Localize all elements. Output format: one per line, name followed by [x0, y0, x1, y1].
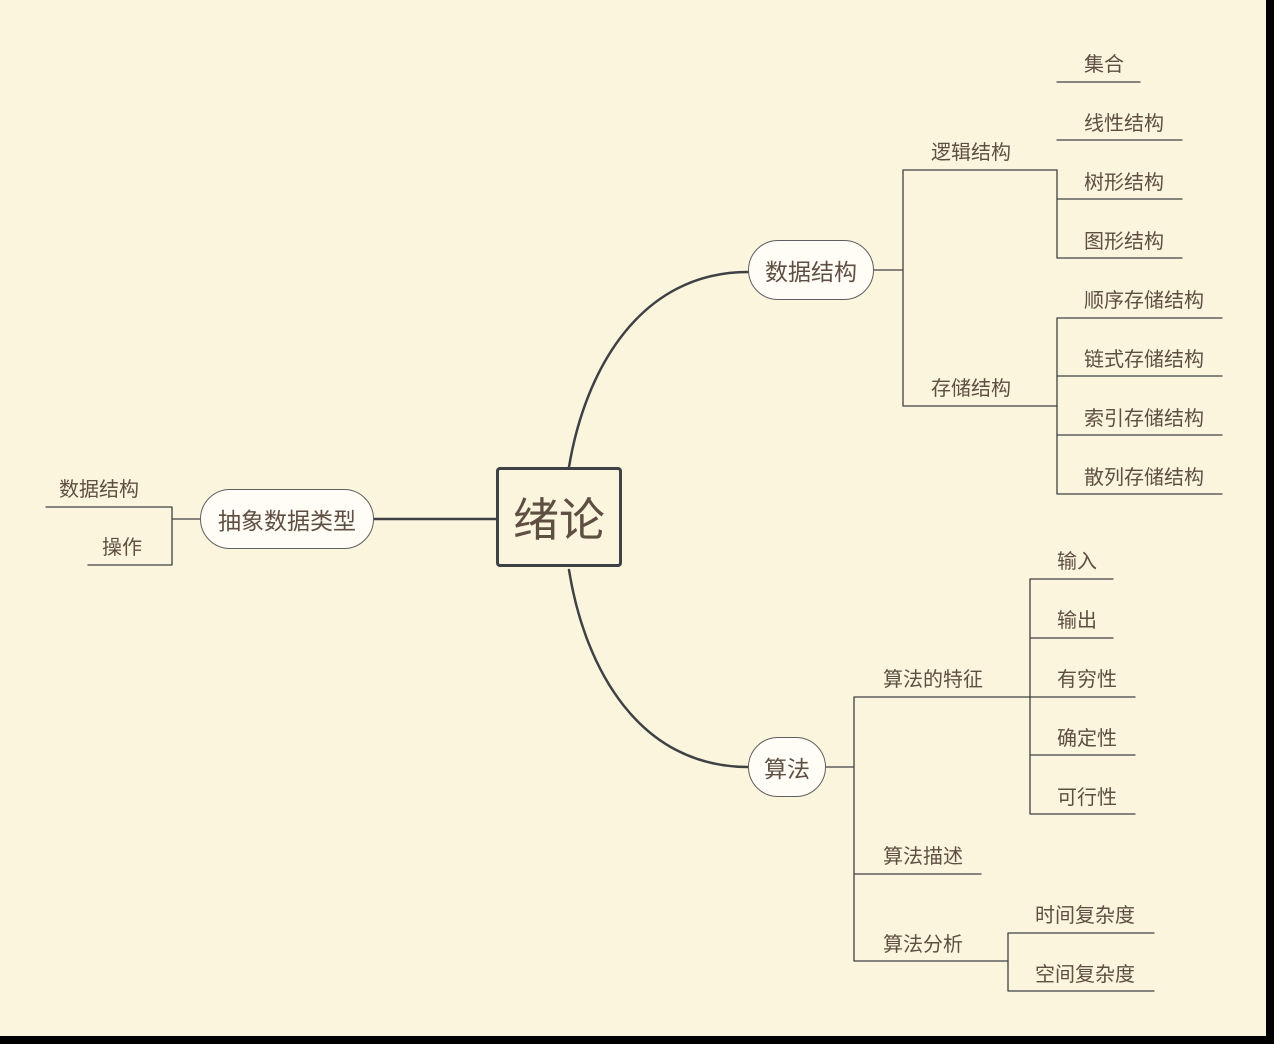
topic-algorithm[interactable]: 算法	[748, 737, 826, 797]
leaf-graph-structure[interactable]: 图形结构	[1084, 229, 1164, 253]
connector-storage-children	[1056, 317, 1223, 495]
connector-data-structure-trunk	[873, 169, 1058, 407]
leaf-linked-storage[interactable]: 链式存储结构	[1084, 347, 1204, 371]
connector-analysis-children	[1007, 932, 1155, 992]
connector-features-children	[1029, 578, 1136, 815]
leaf-adt-operations[interactable]: 操作	[102, 535, 142, 559]
leaf-tree-structure[interactable]: 树形结构	[1084, 170, 1164, 194]
leaf-linear-structure[interactable]: 线性结构	[1084, 111, 1164, 135]
connector-logical-children	[1056, 81, 1183, 259]
leaf-time-complexity[interactable]: 时间复杂度	[1035, 903, 1135, 927]
leaf-feasibility[interactable]: 可行性	[1057, 785, 1117, 809]
subtopic-algorithm-features[interactable]: 算法的特征	[883, 667, 983, 691]
leaf-hash-storage[interactable]: 散列存储结构	[1084, 465, 1204, 489]
leaf-finiteness[interactable]: 有穷性	[1057, 667, 1117, 691]
leaf-space-complexity[interactable]: 空间复杂度	[1035, 962, 1135, 986]
connector-central-algorithm	[567, 568, 750, 769]
leaf-set[interactable]: 集合	[1084, 52, 1124, 76]
connector-central-data-structure	[567, 270, 750, 469]
leaf-input[interactable]: 输入	[1057, 549, 1097, 573]
subtopic-algorithm-description[interactable]: 算法描述	[883, 844, 963, 868]
leaf-definiteness[interactable]: 确定性	[1057, 726, 1117, 750]
topic-adt[interactable]: 抽象数据类型	[200, 489, 374, 549]
subtopic-logical-structure[interactable]: 逻辑结构	[931, 140, 1011, 164]
leaf-index-storage[interactable]: 索引存储结构	[1084, 406, 1204, 430]
leaf-sequential-storage[interactable]: 顺序存储结构	[1084, 288, 1204, 312]
connector-adt-children	[45, 506, 201, 566]
topic-data-structure[interactable]: 数据结构	[748, 240, 874, 300]
leaf-output[interactable]: 输出	[1057, 608, 1097, 632]
subtopic-storage-structure[interactable]: 存储结构	[931, 376, 1011, 400]
central-topic[interactable]: 绪论	[496, 467, 622, 567]
connector-algorithm-trunk	[825, 696, 1031, 962]
subtopic-algorithm-analysis[interactable]: 算法分析	[883, 932, 963, 956]
leaf-adt-data-structure[interactable]: 数据结构	[59, 477, 139, 501]
